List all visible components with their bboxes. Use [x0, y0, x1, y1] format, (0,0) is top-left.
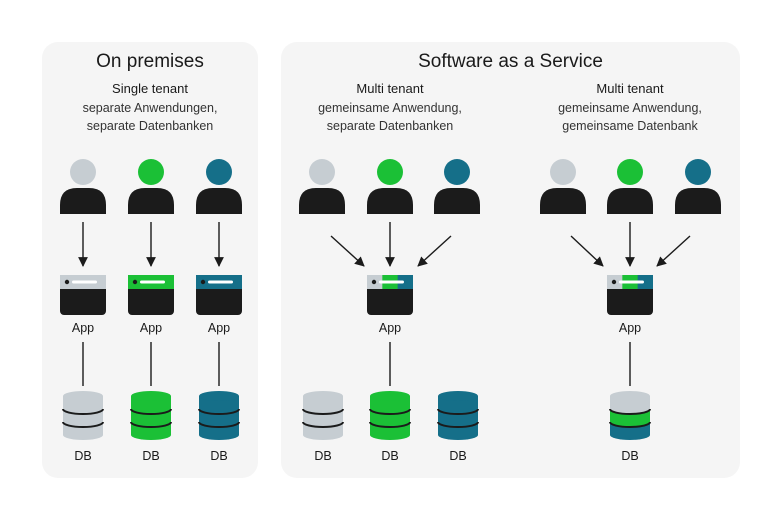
- db-label: DB: [621, 449, 639, 463]
- app-window-icon: [607, 275, 653, 315]
- multi-separate-tenant: Multi tenant: [356, 81, 424, 96]
- app-window-icon: [60, 275, 106, 315]
- app-window-icon: [128, 275, 174, 315]
- on-premises-title: On premises: [96, 51, 204, 72]
- on-premises-desc-line1: separate Anwendungen,: [82, 101, 218, 115]
- arrow: [417, 235, 452, 267]
- database-icon: [62, 391, 104, 440]
- db-label: DB: [142, 449, 160, 463]
- db-label: DB: [381, 449, 399, 463]
- arrow: [330, 235, 365, 267]
- database-icon: [437, 391, 479, 440]
- user-icon: [434, 159, 480, 214]
- app-label: App: [139, 321, 163, 335]
- user-icon: [540, 159, 586, 214]
- user-icon: [299, 159, 345, 214]
- database-icon: [130, 391, 172, 440]
- app-window-icon: [367, 275, 413, 315]
- arrow: [570, 235, 604, 267]
- app-label: App: [378, 321, 402, 335]
- saas-title: Software as a Service: [418, 51, 603, 72]
- connectors: [78, 222, 691, 386]
- multi-separate-desc-line1: gemeinsame Anwendung,: [318, 101, 462, 115]
- database-icon: [302, 391, 344, 440]
- multi-shared-desc-line1: gemeinsame Anwendung,: [558, 101, 702, 115]
- database-icon: [369, 391, 411, 440]
- arrow: [656, 235, 691, 267]
- multi-shared-desc-line2: gemeinsame Datenbank: [562, 119, 698, 133]
- app-label: App: [71, 321, 95, 335]
- database-icon: [198, 391, 240, 440]
- db-label: DB: [210, 449, 228, 463]
- user-icon: [128, 159, 174, 214]
- app-label: App: [618, 321, 642, 335]
- apps: [60, 275, 653, 315]
- multi-separate-desc-line2: separate Datenbanken: [326, 119, 454, 133]
- database-icon: [609, 391, 651, 440]
- user-icon: [675, 159, 721, 214]
- user-icon: [60, 159, 106, 214]
- app-label: App: [207, 321, 231, 335]
- db-label: DB: [314, 449, 332, 463]
- multi-shared-tenant: Multi tenant: [596, 81, 664, 96]
- user-icon: [196, 159, 242, 214]
- user-icon: [607, 159, 653, 214]
- app-window-icon: [196, 275, 242, 315]
- on-premises-tenant: Single tenant: [112, 81, 188, 96]
- databases: [62, 391, 651, 440]
- users: [60, 159, 721, 214]
- user-icon: [367, 159, 413, 214]
- db-label: DB: [74, 449, 92, 463]
- db-label: DB: [449, 449, 467, 463]
- on-premises-desc-line2: separate Datenbanken: [86, 119, 214, 133]
